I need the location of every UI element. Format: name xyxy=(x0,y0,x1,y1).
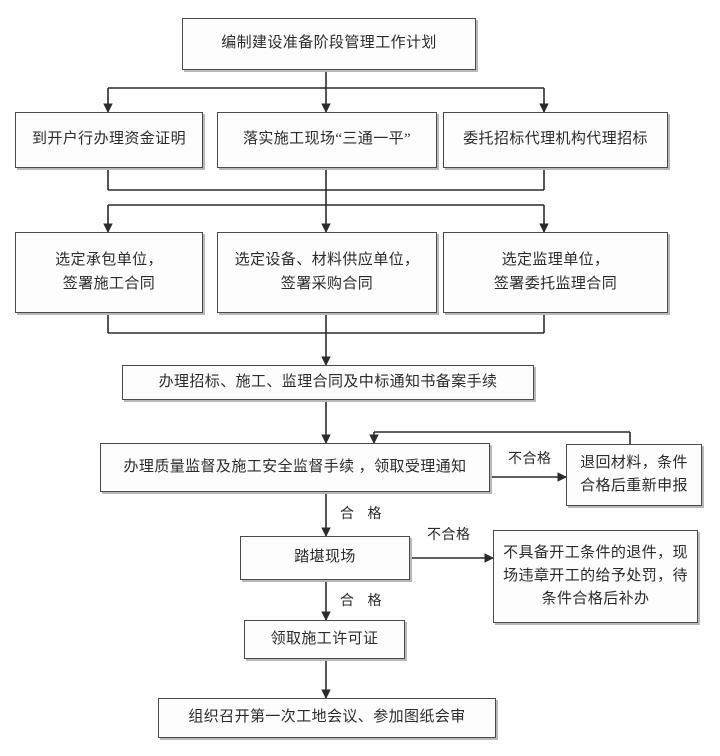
node-quality-safety[interactable]: 办理质量监督及施工安全监督手续 ，领取受理通知 xyxy=(100,443,490,492)
node-penalty-line-2: 场违章开工的给予处罚，待 xyxy=(503,567,688,584)
edge-label-pass-to-permit: 合 格 xyxy=(340,594,387,609)
node-site-survey-line-1: 踏堪现场 xyxy=(294,549,356,566)
node-contractor[interactable]: 选定承包单位， 签署施工合同 xyxy=(15,232,203,313)
node-permit-line-1: 领取施工许可证 xyxy=(270,630,379,647)
node-supplier[interactable]: 选定设备、材料供应单位， 签署采购合同 xyxy=(217,232,437,313)
node-return-material[interactable]: 退回材料，条件 合格后重新申报 xyxy=(566,444,702,506)
node-contractor-line-1: 选定承包单位， xyxy=(55,252,163,269)
node-quality-safety-line-1: 办理质量监督及施工安全监督手续 ，领取受理通知 xyxy=(123,458,467,475)
node-return-material-line-1: 退回材料，条件 xyxy=(580,454,688,471)
node-first-meeting[interactable]: 组织召开第一次工地会议、参加图纸会审 xyxy=(158,698,496,738)
node-bidding-agency-line-1: 委托招标代理机构代理招标 xyxy=(463,131,648,148)
node-penalty-line-3: 条件合格后补办 xyxy=(541,591,650,608)
node-plan[interactable]: 编制建设准备阶段管理工作计划 xyxy=(182,18,476,70)
node-first-meeting-line-1: 组织召开第一次工地会议、参加图纸会审 xyxy=(188,709,466,726)
node-site-survey[interactable]: 踏堪现场 xyxy=(240,536,410,580)
node-supplier-line-1: 选定设备、材料供应单位， xyxy=(234,252,420,269)
node-fund-certificate[interactable]: 到开户行办理资金证明 xyxy=(15,112,203,168)
node-penalty-line-1: 不具备开工条件的退件，现 xyxy=(503,544,688,561)
node-plan-line-1: 编制建设准备阶段管理工作计划 xyxy=(221,35,437,52)
node-supervisor[interactable]: 选定监理单位， 签署委托监理合同 xyxy=(443,232,668,313)
edge-label-pass-to-survey: 合 格 xyxy=(340,507,387,522)
node-penalty[interactable]: 不具备开工条件的退件，现 场违章开工的给予处罚，待 条件合格后补办 xyxy=(493,530,698,623)
edge-label-fail-survey: 不合格 xyxy=(427,528,471,543)
node-permit[interactable]: 领取施工许可证 xyxy=(244,620,405,659)
node-supplier-line-2: 签署采购合同 xyxy=(280,275,374,292)
node-site-three-connect[interactable]: 落实施工现场“三通一平” xyxy=(217,112,437,168)
edge-label-fail-quality: 不合格 xyxy=(508,452,552,467)
node-supervisor-line-2: 签署委托监理合同 xyxy=(493,275,618,292)
node-bidding-agency[interactable]: 委托招标代理机构代理招标 xyxy=(443,112,668,168)
node-contractor-line-2: 签署施工合同 xyxy=(62,275,156,292)
node-fund-certificate-line-1: 到开户行办理资金证明 xyxy=(31,131,186,148)
node-filing[interactable]: 办理招标、施工、监理合同及中标通知书备案手续 xyxy=(122,365,534,400)
node-supervisor-line-1: 选定监理单位， xyxy=(501,252,610,269)
node-site-three-connect-line-1: 落实施工现场“三通一平” xyxy=(242,131,412,148)
node-return-material-line-2: 合格后重新申报 xyxy=(580,478,688,494)
node-filing-line-1: 办理招标、施工、监理合同及中标通知书备案手续 xyxy=(158,373,498,390)
